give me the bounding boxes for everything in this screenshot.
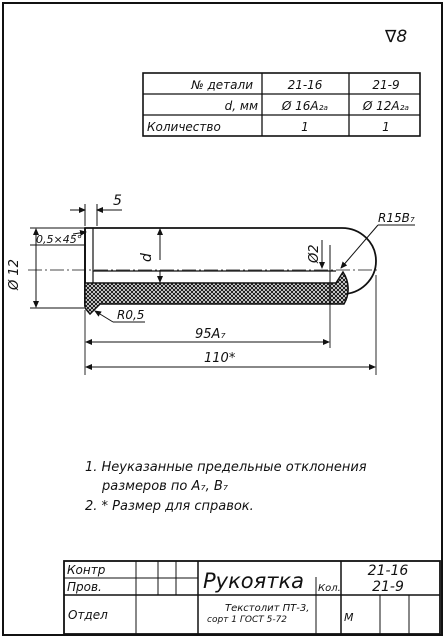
surface-finish-mark: ∇8 (384, 27, 407, 47)
scale-m: М (344, 611, 354, 624)
quantity-a: 1 (301, 120, 309, 134)
material-line-1: Текстолит ПТ-3, (225, 603, 309, 614)
technical-notes: 1. Неуказанные предельные отклонения раз… (85, 460, 367, 514)
dim-chamfer-width: 5 (113, 193, 122, 209)
dim-radius-small: R0,5 (117, 308, 144, 322)
label-kontr: Контр (67, 563, 106, 577)
title-part-1: 21-16 (368, 563, 409, 579)
dim-length-95: 95A₇ (195, 327, 226, 342)
dim-chamfer: 0,5×45° (36, 233, 82, 246)
hatched-section (84, 270, 349, 316)
dim-diameter-12: Ø 12 (7, 259, 22, 291)
parts-table: № детали 21-16 21-9 d, мм Ø 16A₂ₐ Ø 12A₂… (142, 72, 421, 137)
quantity-b: 1 (382, 120, 390, 134)
drawing-title: Рукоятка (203, 569, 304, 593)
dim-length-110: 110* (204, 351, 236, 366)
row-diameter-label: d, мм (225, 99, 258, 113)
dim-d: d (139, 253, 155, 262)
handle-drawing (28, 227, 378, 316)
note-line-2: размеров по A₇, B₇ (101, 479, 229, 494)
note-line-1: 1. Неуказанные предельные отклонения (85, 460, 367, 475)
label-prov: Пров. (67, 580, 102, 594)
dim-radius-tip: R15B₇ (378, 211, 415, 225)
title-part-2: 21-9 (372, 579, 404, 595)
material-line-2: сорт 1 ГОСТ 5-72 (207, 615, 287, 625)
diameter-a: Ø 16A₂ₐ (281, 99, 329, 113)
title-block: Контр Пров. Отдел Рукоятка Кол. 21-16 21… (63, 560, 441, 635)
part-number-a: 21-16 (288, 78, 323, 92)
label-kol: Кол. (318, 583, 341, 594)
dimensions: 5 0,5×45° Ø 12 d Ø2 R15B₇ R0,5 95A₇ (7, 193, 415, 375)
diameter-b: Ø 12A₂ₐ (362, 99, 410, 113)
label-otdel: Отдел (68, 608, 108, 622)
dim-diameter-2: Ø2 (307, 244, 322, 264)
row-quantity-label: Количество (147, 120, 221, 134)
row-part-number-label: № детали (190, 78, 253, 92)
part-number-b: 21-9 (372, 78, 399, 92)
note-line-3: 2. * Размер для справок. (85, 499, 254, 514)
